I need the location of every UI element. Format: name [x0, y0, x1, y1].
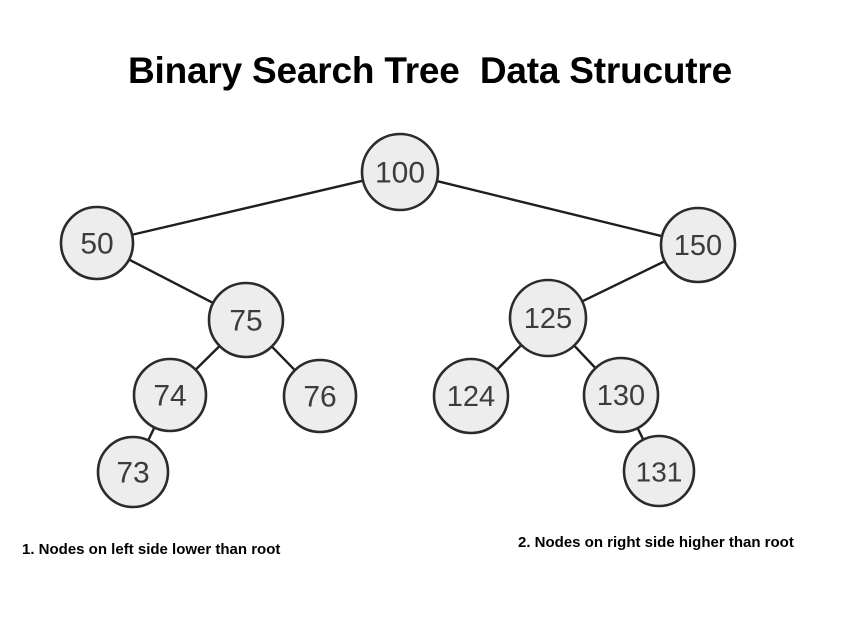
- node-circle-75: [207, 281, 285, 359]
- node-label-76: 76: [303, 381, 336, 414]
- node-circle-131: [622, 434, 696, 508]
- tree-node-124[interactable]: 124: [432, 357, 510, 435]
- tree-node-75[interactable]: 75: [207, 281, 285, 359]
- node-label-75: 75: [229, 305, 262, 338]
- node-label-125: 125: [524, 303, 572, 335]
- node-circle-130: [582, 356, 660, 434]
- node-label-150: 150: [674, 230, 722, 262]
- tree-node-125[interactable]: 125: [508, 278, 588, 358]
- node-circle-50: [59, 205, 135, 281]
- node-label-73: 73: [116, 457, 149, 490]
- node-label-124: 124: [447, 381, 495, 413]
- tree-edge-125-124: [495, 343, 524, 372]
- node-label-74: 74: [153, 380, 186, 413]
- caption-right-rule: 2. Nodes on right side higher than root: [518, 534, 794, 551]
- tree-node-50[interactable]: 50: [59, 205, 135, 281]
- tree-edge-75-76: [269, 344, 297, 373]
- caption-left-rule: 1. Nodes on left side lower than root: [22, 541, 281, 558]
- tree-edge-125-130: [572, 343, 598, 371]
- tree-node-100[interactable]: 100: [360, 132, 440, 212]
- page-title: Binary Search Tree Data Strucutre: [128, 50, 732, 91]
- node-circle-124: [432, 357, 510, 435]
- tree-edge-75-74: [193, 344, 222, 372]
- node-circle-74: [132, 357, 208, 433]
- tree-edge-50-75: [126, 257, 216, 305]
- tree-node-131[interactable]: 131: [622, 434, 696, 508]
- node-label-130: 130: [597, 380, 645, 412]
- node-label-131: 131: [636, 457, 683, 488]
- tree-edge-130-131: [635, 425, 645, 442]
- tree-edge-150-125: [580, 259, 667, 304]
- tree-edge-100-50: [129, 179, 366, 237]
- node-label-50: 50: [80, 228, 113, 261]
- node-circle-125: [508, 278, 588, 358]
- tree-edge-100-150: [434, 179, 665, 238]
- edge-layer: [126, 179, 667, 443]
- node-circle-100: [360, 132, 440, 212]
- tree-node-74[interactable]: 74: [132, 357, 208, 433]
- node-circle-150: [659, 206, 737, 284]
- node-layer: 100 50 150 75 125 74 76 124 130 73 131: [59, 132, 737, 509]
- tree-node-150[interactable]: 150: [659, 206, 737, 284]
- tree-node-76[interactable]: 76: [282, 358, 358, 434]
- tree-edge-74-73: [146, 425, 157, 443]
- node-label-100: 100: [375, 157, 425, 190]
- node-circle-76: [282, 358, 358, 434]
- node-circle-73: [96, 435, 170, 509]
- tree-node-130[interactable]: 130: [582, 356, 660, 434]
- tree-node-73[interactable]: 73: [96, 435, 170, 509]
